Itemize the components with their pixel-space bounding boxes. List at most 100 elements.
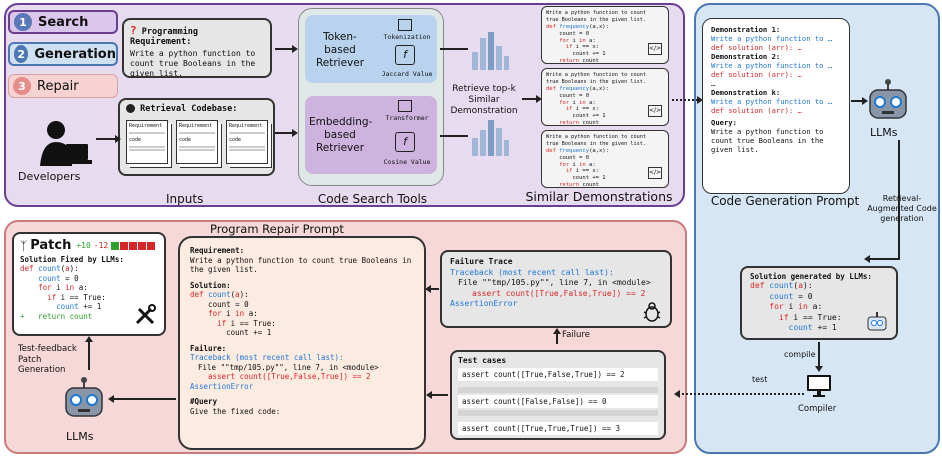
demok-label: Demonstration k: [711,88,781,97]
trace-line: AssertionError [450,299,518,308]
bug-icon [643,302,661,322]
jaccard-label: Jaccard Value [381,70,433,78]
demo-write-line: Write a python function to … [711,34,833,43]
repair-query-title: #Query [190,397,218,406]
similarity-bars-bottom [472,120,509,156]
diff-square [111,241,120,250]
trace-line: assert count([True,False,True]) == 2 [472,288,646,298]
test-case: assert count([True,False,True]) == 2 [458,368,658,381]
query-text: Write a python function to count true Bo… [711,127,824,154]
robot-icon [869,79,907,119]
requirement-text: Write a python function to count true Bo… [130,49,256,78]
failure-label: Failure [562,330,590,340]
retrieval-note: Retrieval-Augmented Code generation [867,194,937,223]
demo-def-line: def solution (arr): … [711,106,802,115]
feedback-label: Test-feedback Patch Generation [18,344,77,375]
patch-title: Patch [30,238,72,253]
demo-write-line: Write a python function to … [711,61,833,70]
cosine-label: Cosine Value [383,158,431,166]
legend-search-number: 1 [14,13,32,31]
patch-minus: -12 [93,241,109,250]
trace-line: Traceback (most recent call last): [450,267,614,277]
diff-square [147,241,156,250]
embedding-retriever-label: Embedding-based Retriever [309,116,373,154]
repair-sol-title: Solution: [190,280,231,290]
requirement-card: ? Programming Requirement: Write a pytho… [122,18,272,78]
trace-line: File ""tmp/105.py"", line 7, in <module> [458,278,651,287]
code-search-tools-label: Code Search Tools [317,192,428,206]
question-icon: ? [130,24,137,37]
legend-generation-number: 2 [14,45,29,63]
query-label: Query: [711,118,737,127]
inputs-label: Inputs [166,192,204,206]
legend-search: 1 Search [8,10,118,34]
code-doc: Requirement code [176,120,218,164]
diff-square [120,241,129,250]
codebase-card: Retrieval Codebase: Requirement code Req… [118,98,275,176]
demo2-label: Demonstration 2: [711,52,781,61]
demo-def-line: def solution (arr): … [711,43,802,52]
diff-square [138,241,147,250]
compile-label: compile [784,350,816,359]
test-case: assert count([True,True,True]) == 3 [458,422,658,435]
token-retriever-label: Token-based Retriever [315,31,365,69]
developer-icon [40,121,92,166]
legend-search-label: Search [38,14,89,30]
trace-line: Traceback (most recent call last): [190,353,344,362]
repair-query-text: Give the fixed code: [190,406,281,416]
test-cases-card: Test cases assert count([True,False,True… [450,350,666,440]
developers-label: Developers [18,170,81,183]
embedding-retriever: Embedding-based Retriever Transformer f … [305,96,437,174]
code-file-icon: </> [648,167,662,179]
legend-repair-number: 3 [13,77,31,95]
test-cases-title: Test cases [458,356,507,365]
codebase-title: Retrieval Codebase: [140,104,238,114]
patch-plus: +10 [76,241,91,250]
code-file-icon: </> [648,43,662,55]
generation-prompt-card: Demonstration 1: Write a python function… [702,18,850,194]
repair-prompt-label: Program Repair Prompt [210,222,344,236]
demo-write-line: Write a python function to … [711,97,833,106]
demo1-label: Demonstration 1: [711,25,781,34]
function-icon: f [395,45,415,65]
requirement-title: Programming Requirement: [130,27,199,47]
test-case: assert count([False,False]) == 0 [458,395,658,408]
solution-generated-card: Solution generated by LLMs: def count(a)… [740,266,898,340]
demo-def-line: def solution (arr): … [711,70,802,79]
code-file-icon: </> [648,105,662,117]
diff-square [129,241,138,250]
transformer-label: Transformer [385,114,429,122]
generation-prompt-label: Code Generation Prompt [710,194,860,208]
tokenization-icon [398,19,412,31]
legend-generation: 2 Generation [8,42,118,66]
tokenization-label: Tokenization [383,33,431,41]
trace-line: File ""tmp/105.py"", line 7, in <module> [198,362,379,372]
code-doc: Requirement code [226,120,268,164]
solution-generated-title: Solution generated by LLMs: [750,272,872,281]
branch-icon: ᛉ [20,238,28,253]
similarity-bars-top [472,32,509,70]
llm-label-gen: LLMs [870,126,898,139]
legend-repair: 3 Repair [8,74,118,98]
legend-repair-label: Repair [37,78,79,94]
llm-label-repair: LLMs [66,430,94,443]
dots: … [711,79,716,88]
repair-req-title: Requirement: [190,246,245,255]
failure-trace-card: Failure Trace Traceback (most recent cal… [440,250,672,328]
repair-req-text: Write a python function to count true Bo… [190,255,412,275]
codebase-docs: Requirement code Requirement code Requir… [126,118,268,170]
function-icon: f [395,132,415,152]
compiler-icon [807,375,831,397]
patch-heading: Solution Fixed by LLMs: [20,255,124,264]
robot-icon [867,312,887,331]
failure-trace-title: Failure Trace [450,257,513,266]
legend-generation-label: Generation [34,46,116,62]
trace-line: assert count([True,False,True]) == 2 [208,372,371,381]
compiler-label: Compiler [798,404,837,414]
trace-line: AssertionError [190,381,254,391]
code-doc: Requirement code [126,120,168,164]
robot-icon [65,377,103,417]
